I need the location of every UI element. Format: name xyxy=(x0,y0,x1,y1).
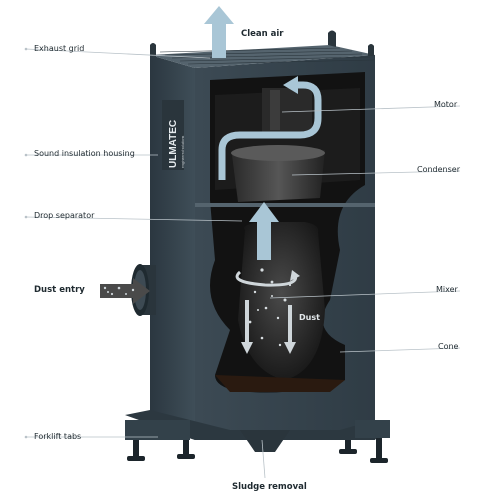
label-mixer: Mixer xyxy=(436,285,458,294)
label-motor: Motor xyxy=(434,100,458,109)
sludge-outlet xyxy=(240,430,290,452)
motor-airflow-arrow xyxy=(218,81,322,180)
drop-separator-plate xyxy=(195,203,375,207)
base-frame xyxy=(125,410,390,440)
mixer-swirl-arrow xyxy=(235,270,298,287)
label-condenser: Condenser xyxy=(417,165,460,174)
motor-shape xyxy=(262,88,312,133)
separator-up-arrow xyxy=(249,202,279,260)
lift-lug-right xyxy=(328,30,336,47)
brand-name: ULMATEC xyxy=(168,120,179,168)
label-sludge-removal: Sludge removal xyxy=(232,482,307,492)
label-exhaust-grid: Exhaust grid xyxy=(34,44,85,53)
leader-lines xyxy=(25,48,461,479)
exhaust-grid-shape xyxy=(150,45,375,68)
cone-shape xyxy=(238,222,325,380)
condenser-shape xyxy=(232,150,325,202)
dust-entry-arrow xyxy=(100,278,150,304)
sludge-tray xyxy=(215,375,345,392)
label-forklift-tabs: Forklift tabs xyxy=(34,432,82,441)
brand-plate xyxy=(162,100,184,170)
feet xyxy=(127,438,388,463)
label-dust: Dust xyxy=(299,313,320,322)
lift-lug-back xyxy=(368,44,374,56)
clean-air-arrow xyxy=(204,6,234,58)
forklift-tab-left xyxy=(125,420,190,440)
dust-particles xyxy=(248,268,292,347)
label-clean-air: Clean air xyxy=(241,29,284,39)
label-drop-separator: Drop separator xyxy=(34,211,95,220)
brand-tagline: engineered solutions xyxy=(181,135,185,168)
dust-down-arrows xyxy=(241,300,296,354)
label-dust-entry: Dust entry xyxy=(34,285,85,295)
lift-lug-left xyxy=(150,43,156,57)
forklift-tab-right xyxy=(355,420,390,438)
label-sound-insulation: Sound insulation housing xyxy=(34,149,135,158)
label-cone: Cone xyxy=(438,342,459,351)
